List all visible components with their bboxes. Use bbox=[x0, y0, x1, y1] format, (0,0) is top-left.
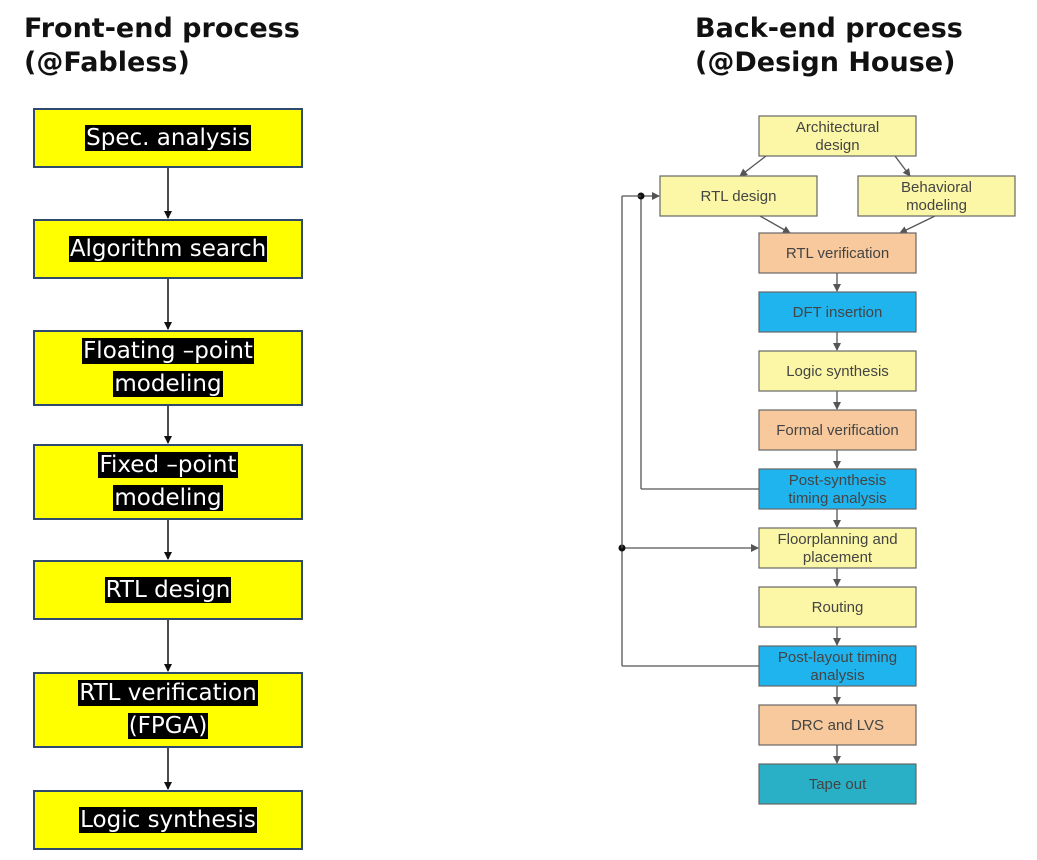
back-step-label: DFT insertion bbox=[793, 304, 883, 321]
front-step-box: Logic synthesis bbox=[33, 790, 303, 850]
front-step-box: RTL verification(FPGA) bbox=[33, 672, 303, 748]
front-step-box: Algorithm search bbox=[33, 219, 303, 279]
back-step-label: Routing bbox=[812, 599, 864, 616]
front-end-title: Front-end process (@Fabless) bbox=[24, 13, 300, 78]
back-step-box bbox=[758, 291, 917, 333]
back-flow-arrow bbox=[899, 215, 936, 234]
back-step-box bbox=[758, 409, 917, 451]
back-step-box bbox=[758, 763, 917, 805]
front-step-box: RTL design bbox=[33, 560, 303, 620]
front-step-label: Spec. analysis bbox=[85, 124, 251, 151]
back-step-box bbox=[857, 175, 1016, 217]
back-step-label: RTL verification bbox=[786, 245, 889, 262]
front-step-label: Algorithm search bbox=[68, 235, 268, 262]
front-step-label: Logic synthesis bbox=[79, 806, 257, 833]
back-step-label: DRC and LVS bbox=[791, 717, 884, 734]
back-flow-arrow bbox=[759, 215, 791, 234]
front-step-label: RTL design bbox=[104, 576, 232, 603]
front-step-box: Spec. analysis bbox=[33, 108, 303, 168]
back-step-box bbox=[758, 645, 917, 687]
back-step-label: Tape out bbox=[809, 776, 867, 793]
back-step-label: Formal verification bbox=[776, 422, 899, 439]
back-step-label: RTL design bbox=[701, 188, 777, 205]
back-step-box bbox=[758, 704, 917, 746]
front-step-label: RTL verification(FPGA) bbox=[78, 680, 258, 739]
back-step-box bbox=[659, 175, 818, 217]
back-step-box bbox=[758, 527, 917, 569]
back-step-label: Logic synthesis bbox=[786, 363, 889, 380]
back-step-box bbox=[758, 468, 917, 510]
back-end-title: Back-end process (@Design House) bbox=[695, 13, 963, 78]
back-flow-arrow bbox=[894, 155, 911, 177]
back-step-box bbox=[758, 350, 917, 392]
back-step-box bbox=[758, 232, 917, 274]
back-step-box bbox=[758, 115, 917, 157]
back-flow-arrow bbox=[739, 155, 767, 177]
back-step-box bbox=[758, 586, 917, 628]
